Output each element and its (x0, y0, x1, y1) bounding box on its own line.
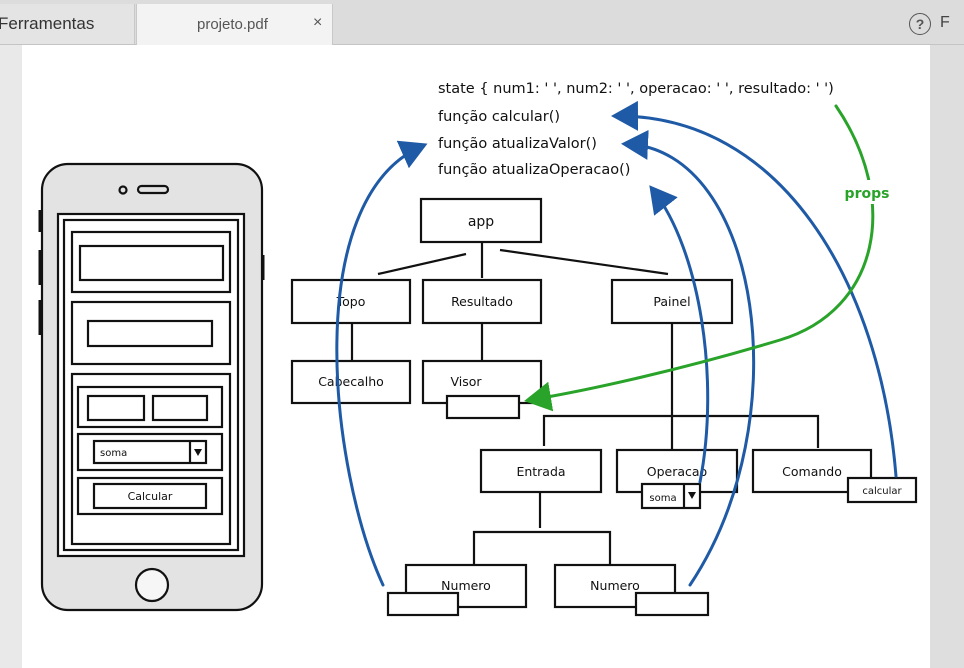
node-visor-output (445, 394, 521, 420)
node-numero-2 (553, 563, 677, 609)
node-numero-1-input (386, 591, 460, 617)
label-numero-2: Numero (590, 578, 640, 593)
func-atualiza-operacao: função atualizaOperacao() (438, 162, 630, 178)
label-numero-1: Numero (441, 578, 491, 593)
arrow-numero2-atualizavalor (621, 130, 756, 587)
node-app (419, 197, 543, 244)
phone-select-value: soma (100, 448, 127, 459)
props-label-bg (836, 180, 898, 204)
tree-labels: app Topo Resultado Painel Cabecalho Viso… (318, 214, 902, 593)
node-resultado (421, 278, 543, 325)
label-resultado: Resultado (451, 294, 513, 309)
phone-screen-inner (62, 218, 240, 552)
node-numero-1 (404, 563, 528, 609)
phone-speaker (136, 184, 170, 195)
label-operacao-select: soma (649, 493, 676, 504)
state-line: state { num1: ' ', num2: ' ', operacao: … (438, 81, 834, 97)
arrows (335, 100, 898, 587)
label-comando: Comando (782, 464, 842, 479)
phone-mockup (38, 162, 265, 612)
phone-select-operacao[interactable] (92, 439, 208, 465)
label-comando-button: calcular (862, 486, 902, 497)
func-calcular: função calcular() (438, 109, 560, 125)
node-numero-2-input (634, 591, 710, 617)
phone-input-num2[interactable] (151, 394, 209, 422)
props-label: props (845, 186, 890, 202)
label-cabecalho: Cabecalho (318, 374, 384, 389)
component-tree (290, 197, 918, 617)
arrow-comando-calcular (611, 100, 898, 478)
close-icon[interactable]: × (313, 14, 323, 31)
phone-home-button (134, 567, 170, 603)
chevron-down-icon (688, 492, 696, 499)
label-operacao: Operacao (647, 464, 707, 479)
node-topo (290, 278, 412, 325)
node-comando-button (846, 476, 918, 504)
node-cabecalho (290, 359, 412, 405)
label-entrada: Entrada (516, 464, 565, 479)
label-topo: Topo (336, 294, 366, 309)
label-visor: Visor (450, 374, 482, 389)
help-icon[interactable]: ? (909, 13, 931, 35)
state-code: state { num1: ' ', num2: ' ', operacao: … (438, 81, 834, 178)
phone-camera (118, 185, 128, 195)
phone-button-label: Calcular (128, 490, 173, 503)
tab-ferramentas[interactable]: Ferramentas (0, 4, 135, 44)
node-entrada (479, 448, 603, 494)
tab-next-partial[interactable]: F (940, 14, 950, 31)
label-painel: Painel (653, 294, 690, 309)
chevron-down-icon (194, 449, 202, 456)
node-painel (610, 278, 734, 325)
phone-input-num1[interactable] (86, 394, 146, 422)
arrow-operacao-atualizaoperacao (649, 185, 710, 484)
arrow-numero1-atualizavalor (335, 140, 428, 587)
page-margin (930, 45, 964, 668)
phone-calcular-button[interactable] (92, 482, 208, 510)
tab-bar: Ferramentas projeto.pdf × ? F (0, 0, 964, 45)
tab-file-label: projeto.pdf (197, 16, 268, 33)
func-atualiza-valor: função atualizaValor() (438, 136, 597, 152)
tab-projeto-pdf[interactable]: projeto.pdf × (136, 4, 333, 45)
label-app: app (468, 214, 494, 230)
